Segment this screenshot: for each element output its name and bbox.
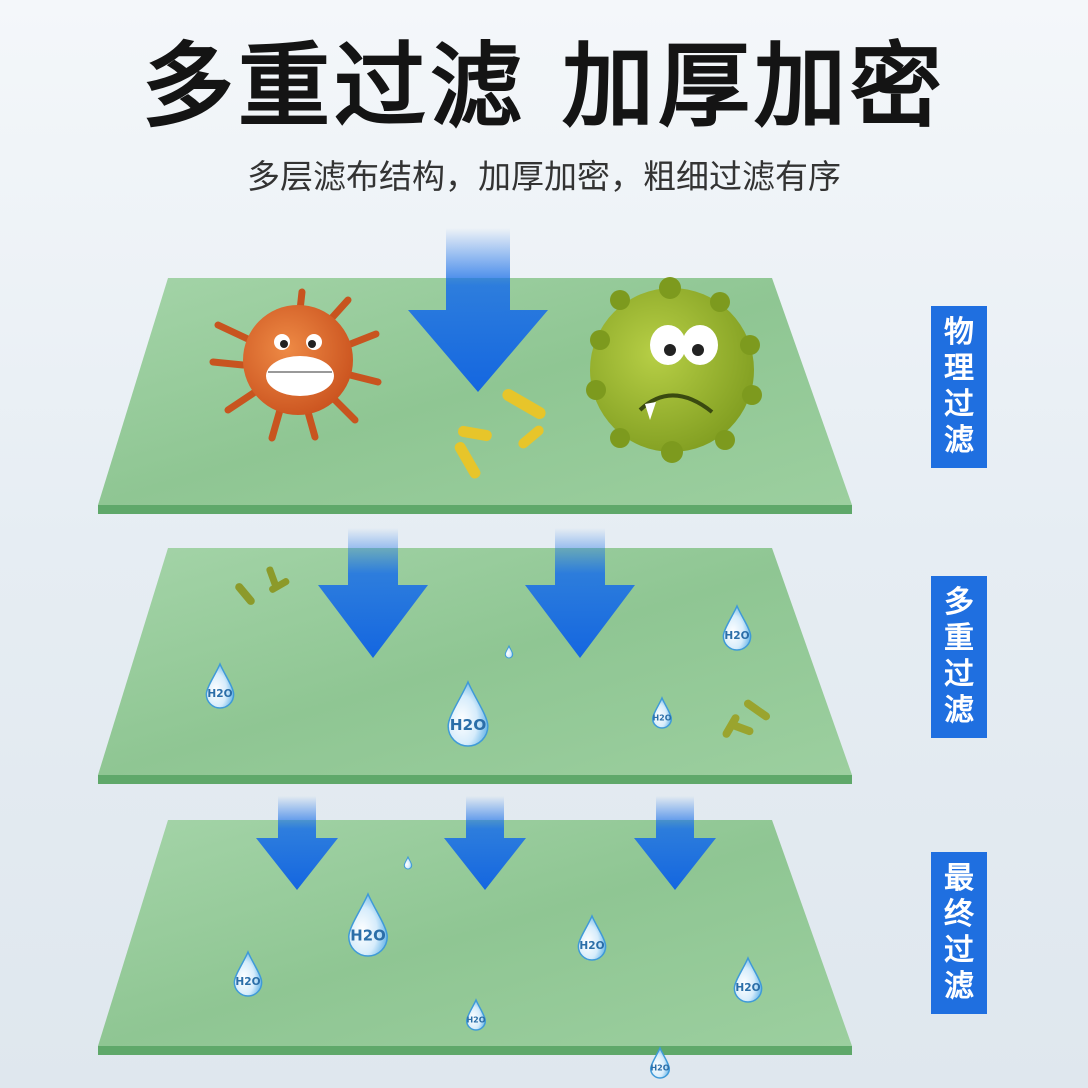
droplet-label: H2O bbox=[735, 982, 760, 994]
bacteria-icon bbox=[722, 699, 771, 738]
stage-label-final: 最终过滤 bbox=[931, 852, 987, 1014]
flow-arrow bbox=[634, 796, 716, 890]
water-droplet-icon: H2O bbox=[447, 680, 489, 747]
flow-arrow bbox=[444, 796, 526, 890]
bacteria-icon bbox=[235, 566, 290, 605]
droplet-label: H2O bbox=[466, 1016, 485, 1025]
stage-label-char: 理 bbox=[944, 351, 974, 386]
water-droplet-icon: H2O bbox=[722, 604, 752, 651]
flow-arrow bbox=[256, 796, 338, 890]
bacteria-icon bbox=[454, 389, 546, 479]
flow-arrow bbox=[525, 528, 635, 658]
water-droplet-icon: H2O bbox=[465, 998, 487, 1031]
flow-arrow bbox=[318, 528, 428, 658]
water-droplet-icon bbox=[403, 855, 413, 870]
droplet-label: H2O bbox=[350, 927, 385, 945]
page-title: 多重过滤 加厚加密 bbox=[141, 33, 947, 140]
filter-layer-2 bbox=[98, 548, 852, 784]
stage-label-char: 滤 bbox=[944, 693, 974, 728]
stage-label-char: 多 bbox=[944, 585, 974, 620]
stage-label-char: 过 bbox=[944, 387, 974, 422]
stage-label-char: 重 bbox=[944, 621, 974, 656]
droplet-label: H2O bbox=[207, 688, 232, 700]
page-subtitle: 多层滤布结构，加厚加密，粗细过滤有序 bbox=[247, 157, 841, 196]
stage-label-char: 过 bbox=[944, 657, 974, 692]
water-droplet-icon: H2O bbox=[233, 950, 263, 997]
water-droplet-icon: H2O bbox=[577, 914, 607, 961]
water-droplet-icon: H2O bbox=[733, 956, 763, 1003]
stage-label-char: 最 bbox=[944, 861, 974, 896]
stage-label-char: 滤 bbox=[944, 969, 974, 1004]
stage-label-multi: 多重过滤 bbox=[931, 576, 987, 738]
droplet-label: H2O bbox=[650, 1064, 669, 1073]
water-droplet-icon: H2O bbox=[651, 696, 673, 729]
droplet-label: H2O bbox=[450, 716, 487, 734]
water-droplet-icon bbox=[504, 644, 514, 659]
water-droplet-icon: H2O bbox=[205, 662, 235, 709]
droplet-label: H2O bbox=[235, 976, 260, 988]
stage-label-char: 滤 bbox=[944, 423, 974, 458]
droplet-label: H2O bbox=[724, 630, 749, 642]
water-droplet-icon: H2O bbox=[649, 1046, 671, 1079]
flow-arrow bbox=[408, 228, 548, 392]
orange-virus-icon bbox=[209, 288, 382, 442]
water-droplet-icon: H2O bbox=[348, 892, 388, 957]
stage-label-physical: 物理过滤 bbox=[931, 306, 987, 468]
stage-label-char: 终 bbox=[944, 897, 974, 932]
droplet-label: H2O bbox=[579, 940, 604, 952]
stage-label-char: 物 bbox=[944, 315, 974, 350]
green-virus-icon bbox=[586, 277, 762, 463]
droplet-label: H2O bbox=[652, 714, 671, 723]
stage-label-char: 过 bbox=[944, 933, 974, 968]
